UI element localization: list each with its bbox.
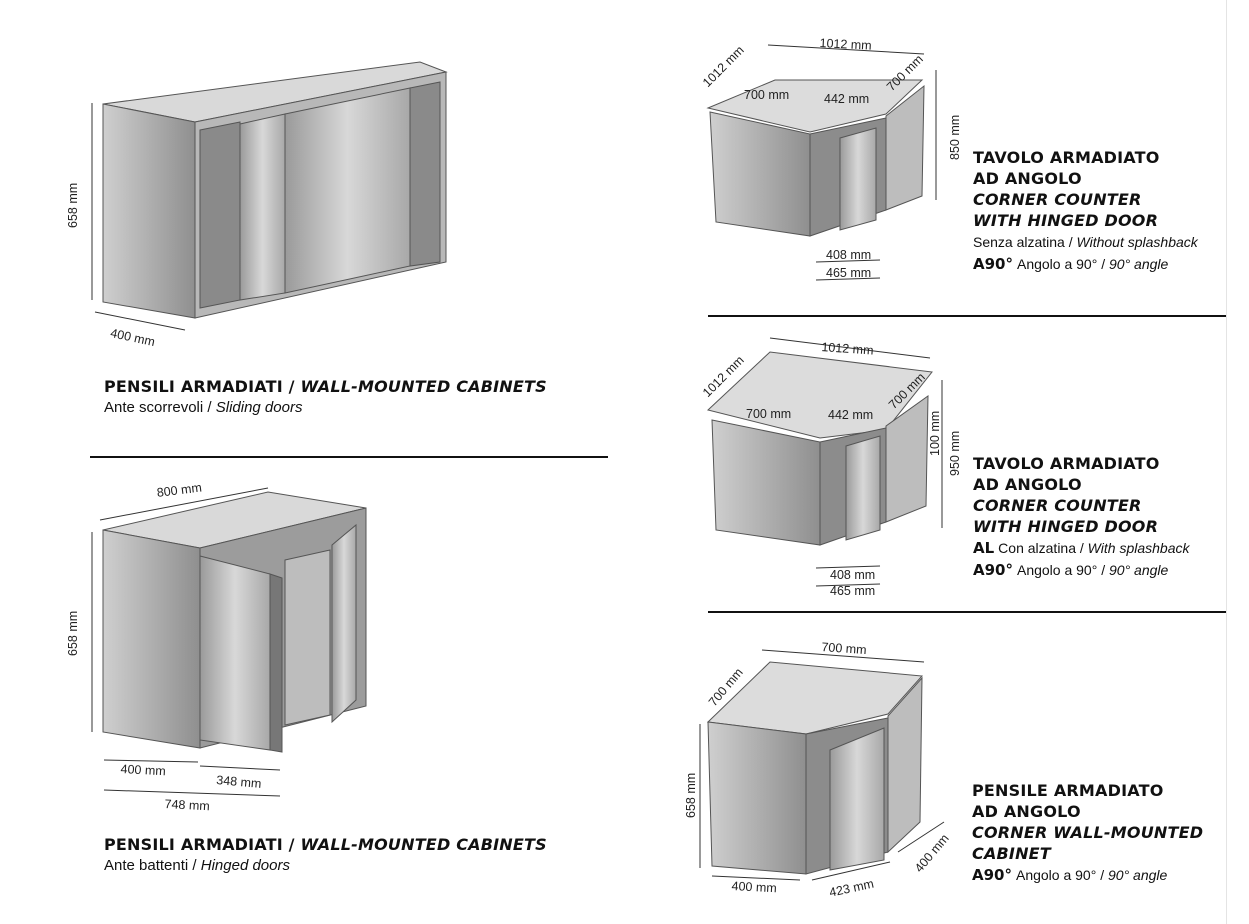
title-it-1: TAVOLO ARMADIATO <box>973 148 1160 167</box>
code: A90° <box>973 561 1013 579</box>
title-it-1: TAVOLO ARMADIATO <box>973 454 1160 473</box>
code: A90° <box>972 866 1012 884</box>
hinged-door-cabinet-drawing <box>91 487 367 797</box>
subtitle-it: Ante scorrevoli <box>104 399 204 416</box>
dimension-side-left: 700 mm <box>746 407 792 421</box>
corner-wall-cabinet-drawing <box>699 649 945 881</box>
divider <box>708 611 1226 613</box>
title-it-2: AD ANGOLO <box>973 169 1082 188</box>
dimension-total: 748 mm <box>164 797 211 814</box>
dimension-height: 950 mm <box>948 430 962 476</box>
title-it-2: AD ANGOLO <box>973 475 1082 494</box>
dimension-splash: 100 mm <box>928 410 942 456</box>
product-caption: PENSILI ARMADIATI / WALL-MOUNTED CABINET… <box>104 835 547 874</box>
product-caption: TAVOLO ARMADIATO AD ANGOLO CORNER COUNTE… <box>973 454 1190 579</box>
title-it-1: PENSILE ARMADIATO <box>972 781 1164 800</box>
dimension-middle: 442 mm <box>828 408 874 422</box>
sliding-door-cabinet-drawing <box>91 61 448 331</box>
subtitle-en: Without splashback <box>1076 234 1198 250</box>
corner-counter-drawing <box>706 44 937 281</box>
dimension-height: 658 mm <box>684 772 698 818</box>
angle-it: Angolo a 90° <box>1016 562 1098 578</box>
title-it: PENSILI ARMADIATI <box>104 377 283 396</box>
page-edge <box>1226 0 1227 924</box>
angle-it: Angolo a 90° <box>1015 867 1097 883</box>
dimension-top: 1012 mm <box>819 36 873 53</box>
title-en-1: CORNER WALL-MOUNTED <box>972 823 1204 842</box>
title-en-2: WITH HINGED DOOR <box>973 211 1159 230</box>
dimension-outer: 465 mm <box>826 266 872 280</box>
subtitle-en: Hinged doors <box>200 857 290 874</box>
divider <box>90 456 608 458</box>
title-en-2: WITH HINGED DOOR <box>973 517 1159 536</box>
code-al: AL <box>973 539 995 557</box>
dimension-height: 850 mm <box>948 114 962 160</box>
corner-counter-splashback-drawing <box>706 337 943 587</box>
dimension-outer: 465 mm <box>830 584 876 598</box>
dimension-depth-left: 400 mm <box>731 879 778 896</box>
dimension-inner: 408 mm <box>826 248 872 262</box>
subtitle-it: Con alzatina <box>998 540 1076 556</box>
subtitle-en: With splashback <box>1087 540 1190 556</box>
subtitle-it: Ante battenti <box>104 857 189 874</box>
title-en-1: CORNER COUNTER <box>973 496 1142 515</box>
dimension-inner: 408 mm <box>830 568 876 582</box>
divider <box>708 315 1226 317</box>
title-en-2: CABINET <box>972 844 1051 863</box>
subtitle-en: Sliding doors <box>215 399 303 416</box>
dimension-height: 658 mm <box>66 610 80 656</box>
title-en: WALL-MOUNTED CABINETS <box>300 835 547 854</box>
dimension-height: 658 mm <box>66 182 80 228</box>
product-caption: PENSILE ARMADIATO AD ANGOLO CORNER WALL-… <box>972 781 1204 884</box>
angle-en: 90° angle <box>1109 256 1169 272</box>
product-caption: TAVOLO ARMADIATO AD ANGOLO CORNER COUNTE… <box>973 148 1198 273</box>
angle-en: 90° angle <box>1109 562 1169 578</box>
title-en: WALL-MOUNTED CABINETS <box>300 377 547 396</box>
dimension-middle: 442 mm <box>824 92 870 106</box>
code: A90° <box>973 255 1013 273</box>
title-en-1: CORNER COUNTER <box>973 190 1142 209</box>
subtitle-it: Senza alzatina <box>973 234 1065 250</box>
title-it: PENSILI ARMADIATI <box>104 835 283 854</box>
title-it-2: AD ANGOLO <box>972 802 1081 821</box>
angle-en: 90° angle <box>1108 867 1168 883</box>
product-caption: PENSILI ARMADIATI / WALL-MOUNTED CABINET… <box>104 377 547 416</box>
angle-it: Angolo a 90° <box>1016 256 1098 272</box>
dimension-side-left: 700 mm <box>744 88 790 102</box>
dimension-depth: 400 mm <box>120 762 167 779</box>
